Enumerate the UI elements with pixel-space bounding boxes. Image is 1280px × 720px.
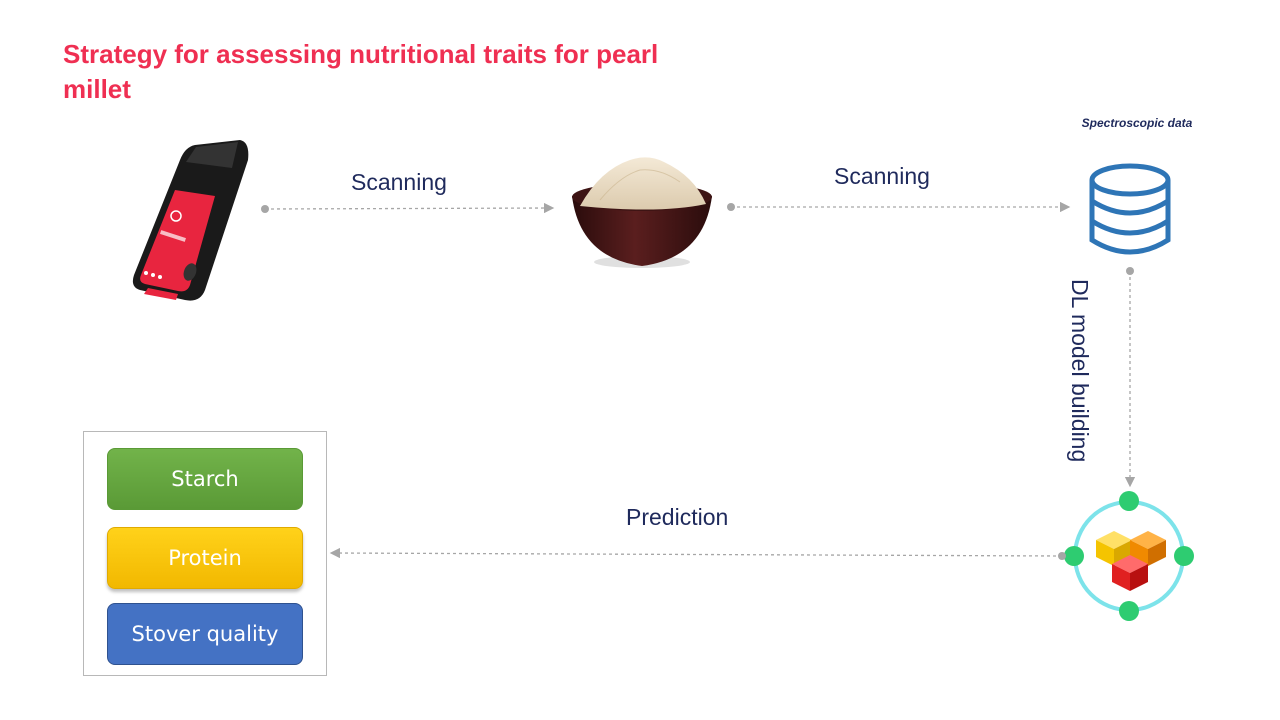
scanning-label-2: Scanning xyxy=(834,163,930,189)
arrow-model-to-traits xyxy=(329,547,1066,560)
model-building-label: DL model building xyxy=(1067,279,1093,463)
arrow-database-to-model xyxy=(1124,267,1136,488)
flour-bowl-icon xyxy=(572,157,712,268)
scanner-icon xyxy=(132,140,249,301)
arrow-sample-to-database xyxy=(727,201,1071,213)
ai-model-icon xyxy=(1064,491,1194,621)
trait-stover-quality: Stover quality xyxy=(107,603,303,665)
trait-starch: Starch xyxy=(107,448,303,510)
traits-panel: Starch Protein Stover quality xyxy=(83,431,327,676)
trait-protein: Protein xyxy=(107,527,303,589)
arrow-scanner-to-sample xyxy=(261,202,555,214)
prediction-label: Prediction xyxy=(626,504,729,530)
scanning-label-1: Scanning xyxy=(351,169,447,195)
database-caption: Spectroscopic data xyxy=(1081,116,1193,130)
database-icon xyxy=(1089,163,1171,255)
page-title: Strategy for assessing nutritional trait… xyxy=(63,39,659,104)
